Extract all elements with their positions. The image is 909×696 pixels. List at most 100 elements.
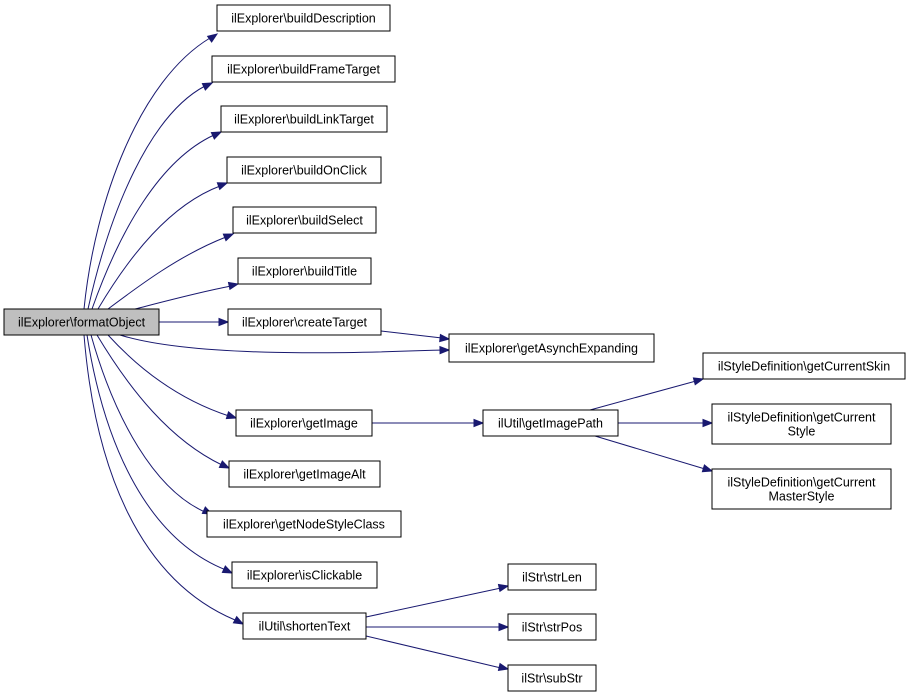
node-str-len[interactable]: ilStr\strLen <box>507 563 597 591</box>
node-box <box>507 613 597 641</box>
node-box <box>226 156 382 184</box>
node-create-target[interactable]: ilExplorer\createTarget <box>227 308 382 336</box>
edge-arrowhead <box>702 418 714 428</box>
node-box <box>211 55 396 83</box>
edge-format-object-to-build-on-click <box>97 182 229 310</box>
node-get-image-path[interactable]: ilUtil\getImagePath <box>482 409 619 437</box>
edge-layer <box>83 33 714 671</box>
node-layer: ilExplorer\formatObject ilExplorer\buildD… <box>3 4 906 692</box>
node-label: ilExplorer\buildTitle <box>252 265 357 279</box>
node-label: ilExplorer\formatObject <box>18 316 146 330</box>
edge-arrowhead <box>232 615 245 625</box>
edge-line <box>594 435 706 470</box>
node-label: ilStr\strLen <box>522 571 582 585</box>
edge-format-object-to-build-title <box>134 281 240 310</box>
node-get-image[interactable]: ilExplorer\getImage <box>235 409 373 437</box>
node-box <box>711 468 892 510</box>
node-label: ilExplorer\buildDescription <box>231 12 376 26</box>
node-shorten-text[interactable]: ilUtil\shortenText <box>242 612 367 640</box>
edge-arrowhead <box>227 281 240 291</box>
node-box <box>711 403 892 445</box>
node-box <box>235 409 373 437</box>
node-box <box>220 105 388 133</box>
edge-line <box>107 334 230 417</box>
edge-get-image-path-to-get-current-skin <box>589 377 705 411</box>
node-label: ilExplorer\getAsynchExpanding <box>465 342 638 356</box>
node-format-object[interactable]: ilExplorer\formatObject <box>3 308 160 336</box>
edge-format-object-to-shorten-text <box>83 334 245 625</box>
node-label: ilUtil\getImagePath <box>498 417 603 431</box>
edge-arrowhead <box>225 411 238 420</box>
edge-arrowhead <box>201 82 214 91</box>
edge-arrowhead <box>218 317 230 327</box>
edge-format-object-to-get-image-alt <box>96 334 231 469</box>
node-build-link-target[interactable]: ilExplorer\buildLinkTarget <box>220 105 388 133</box>
node-build-title[interactable]: ilExplorer\buildTitle <box>237 257 372 285</box>
edge-arrowhead <box>221 565 234 574</box>
edge-line <box>86 334 227 571</box>
node-box <box>482 409 619 437</box>
edge-format-object-to-create-target <box>159 317 230 327</box>
node-box <box>242 612 367 640</box>
edge-arrowhead <box>222 233 235 242</box>
node-build-select[interactable]: ilExplorer\buildSelect <box>232 206 377 234</box>
node-label: Style <box>788 425 816 439</box>
node-build-description[interactable]: ilExplorer\buildDescription <box>216 4 391 32</box>
node-get-node-style-class[interactable]: ilExplorer\getNodeStyleClass <box>206 510 402 538</box>
node-is-clickable[interactable]: ilExplorer\isClickable <box>231 561 378 589</box>
edge-line <box>107 236 227 310</box>
edge-arrowhead <box>692 377 705 386</box>
node-box <box>206 510 402 538</box>
edge-format-object-to-build-frame-target <box>87 82 214 310</box>
node-label: MasterStyle <box>769 490 835 504</box>
edge-line <box>119 334 443 354</box>
node-label: ilExplorer\getImage <box>250 417 358 431</box>
node-label: ilStyleDefinition\getCurrent <box>728 411 877 425</box>
node-box <box>702 352 906 380</box>
edge-arrowhead <box>473 418 485 428</box>
node-get-current-skin[interactable]: ilStyleDefinition\getCurrentSkin <box>702 352 906 380</box>
node-label: ilStr\subStr <box>521 672 582 686</box>
edge-line <box>134 285 232 310</box>
edge-line <box>97 185 221 310</box>
node-get-asynch-expanding[interactable]: ilExplorer\getAsynchExpanding <box>448 333 655 363</box>
edge-format-object-to-get-asynch-expanding <box>119 334 451 355</box>
edge-line <box>90 334 206 513</box>
edge-format-object-to-get-image <box>107 334 238 420</box>
node-build-on-click[interactable]: ilExplorer\buildOnClick <box>226 156 382 184</box>
edge-format-object-to-is-clickable <box>86 334 234 574</box>
node-label: ilExplorer\createTarget <box>242 316 368 330</box>
node-box <box>227 308 382 336</box>
node-box <box>3 308 160 336</box>
node-sub-str[interactable]: ilStr\subStr <box>507 664 597 692</box>
edge-arrowhead <box>701 464 714 473</box>
node-box <box>507 563 597 591</box>
edge-line <box>365 587 502 618</box>
edge-line <box>83 334 236 621</box>
node-box <box>237 257 372 285</box>
node-label: ilExplorer\getNodeStyleClass <box>223 518 385 532</box>
node-box <box>232 206 377 234</box>
edge-line <box>87 85 206 310</box>
node-label: ilStyleDefinition\getCurrent <box>728 476 877 490</box>
node-label: ilStyleDefinition\getCurrentSkin <box>718 360 890 374</box>
edge-shorten-text-to-str-len <box>365 583 510 618</box>
edge-get-image-path-to-get-current-master-style <box>594 435 714 473</box>
edge-shorten-text-to-sub-str <box>365 635 510 671</box>
edge-format-object-to-build-link-target <box>91 131 223 310</box>
node-box <box>216 4 391 32</box>
node-box <box>448 333 655 363</box>
edge-arrowhead <box>498 622 510 632</box>
edge-line <box>589 380 697 411</box>
edge-arrowhead <box>206 33 219 43</box>
node-str-pos[interactable]: ilStr\strPos <box>507 613 597 641</box>
edge-arrowhead <box>216 182 229 191</box>
node-get-image-alt[interactable]: ilExplorer\getImageAlt <box>228 460 381 488</box>
node-build-frame-target[interactable]: ilExplorer\buildFrameTarget <box>211 55 396 83</box>
edge-line <box>380 330 443 339</box>
node-label: ilExplorer\buildSelect <box>246 214 363 228</box>
edge-arrowhead <box>210 131 223 140</box>
